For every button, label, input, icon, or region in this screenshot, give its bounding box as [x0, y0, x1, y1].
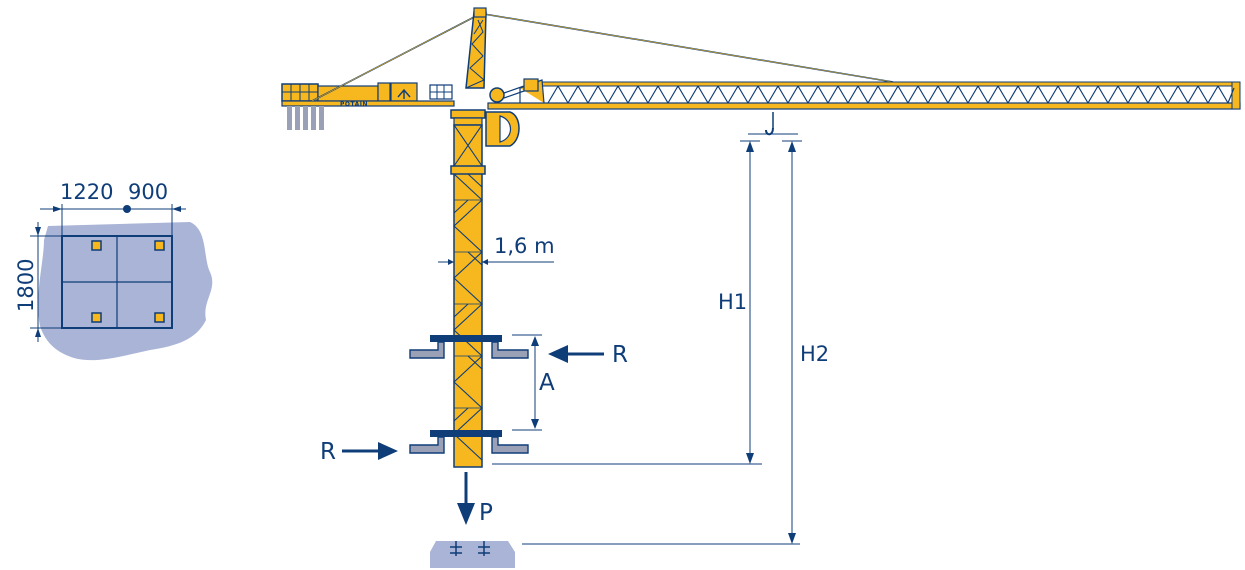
brand-label: POTAIN	[340, 101, 368, 108]
reaction-force-lower: R	[320, 439, 398, 465]
force-arrow	[548, 345, 568, 363]
height-2-label: H2	[800, 342, 829, 366]
load-label: P	[479, 500, 493, 526]
winch-icon	[397, 88, 411, 99]
foundation-plan: 1220 900 1800	[14, 180, 213, 361]
tie-frame-beam	[430, 430, 502, 437]
ballast-weight	[311, 106, 316, 130]
center-point	[123, 205, 131, 213]
jib-tie-inner	[483, 13, 894, 83]
reaction-lower-label: R	[320, 439, 336, 465]
upper-tie-frame	[409, 335, 529, 359]
force-arrow	[457, 503, 475, 525]
jib	[487, 78, 1241, 110]
hook	[748, 112, 798, 136]
mast-width-label: 1,6 m	[494, 234, 555, 258]
ballast-weight	[287, 106, 292, 130]
jib-chord-bottom	[487, 102, 1241, 110]
tower-head	[465, 11, 487, 89]
hook-icon	[765, 127, 774, 136]
slewing-drum	[489, 87, 505, 103]
tie-frame-beam	[430, 335, 502, 342]
reaction-force-upper: R	[548, 342, 628, 368]
foundation-block	[430, 541, 515, 568]
winch-unit	[377, 82, 391, 102]
anchor-bolt	[91, 240, 102, 251]
anchor-spacing-label: A	[539, 370, 555, 396]
dim-width-left: 1220	[60, 180, 113, 204]
base-foundation	[430, 541, 515, 568]
dim-arrow	[788, 141, 796, 152]
ballast-weight	[319, 106, 324, 130]
counter-jib-chord	[281, 100, 455, 107]
height-dimension-h2: H2	[522, 140, 829, 545]
tower-head-cap	[473, 7, 487, 18]
dim-arrow	[788, 533, 796, 544]
jib-chord-top	[539, 81, 1241, 87]
mast-lattice	[453, 124, 483, 461]
dim-arrow	[531, 336, 539, 346]
anchor-bolt	[91, 312, 102, 323]
dim-width-right: 900	[128, 180, 168, 204]
reaction-upper-label: R	[612, 342, 628, 368]
height-dimension-h1: H1	[492, 140, 762, 465]
dim-arrow	[35, 328, 41, 337]
jib-tip	[1231, 81, 1241, 110]
force-arrow	[378, 442, 398, 460]
anchor-spacing-dimension: A	[512, 334, 555, 431]
jib-lattice	[547, 85, 1235, 104]
tower-crane: POTAIN	[281, 7, 1241, 468]
anchor-bolt	[154, 240, 165, 251]
counter-jib: POTAIN	[281, 82, 455, 130]
dim-arrow	[746, 141, 754, 152]
tie-bracket-right	[491, 341, 529, 359]
dim-arrow	[746, 453, 754, 464]
counter-jib-tie-inner	[311, 13, 481, 102]
mast-width-dimension: 1,6 m	[438, 234, 555, 265]
slewing-ring	[450, 109, 486, 119]
trolley-winch	[523, 78, 539, 92]
dim-height: 1800	[14, 259, 38, 312]
mast-collar	[450, 165, 486, 175]
cab-window	[499, 115, 512, 143]
height-1-label: H1	[718, 290, 747, 314]
anchor-bolt	[154, 312, 165, 323]
slewing-platform	[453, 117, 483, 126]
tower-head-bracing	[465, 19, 485, 89]
mast-section	[453, 124, 483, 468]
dim-arrow	[35, 227, 41, 236]
vertical-load: P	[457, 472, 493, 526]
dim-arrow	[531, 419, 539, 429]
anchor-symbol	[450, 541, 490, 556]
tie-bracket-right	[491, 436, 529, 454]
dim-arrow	[172, 206, 181, 212]
tie-bracket-left	[409, 341, 445, 359]
mast	[450, 124, 486, 468]
dim-arrow	[53, 206, 62, 212]
ballast-weight	[295, 106, 300, 130]
ballast-weight	[303, 106, 308, 130]
tie-bracket-left	[409, 436, 445, 454]
lower-tie-frame	[409, 430, 529, 454]
